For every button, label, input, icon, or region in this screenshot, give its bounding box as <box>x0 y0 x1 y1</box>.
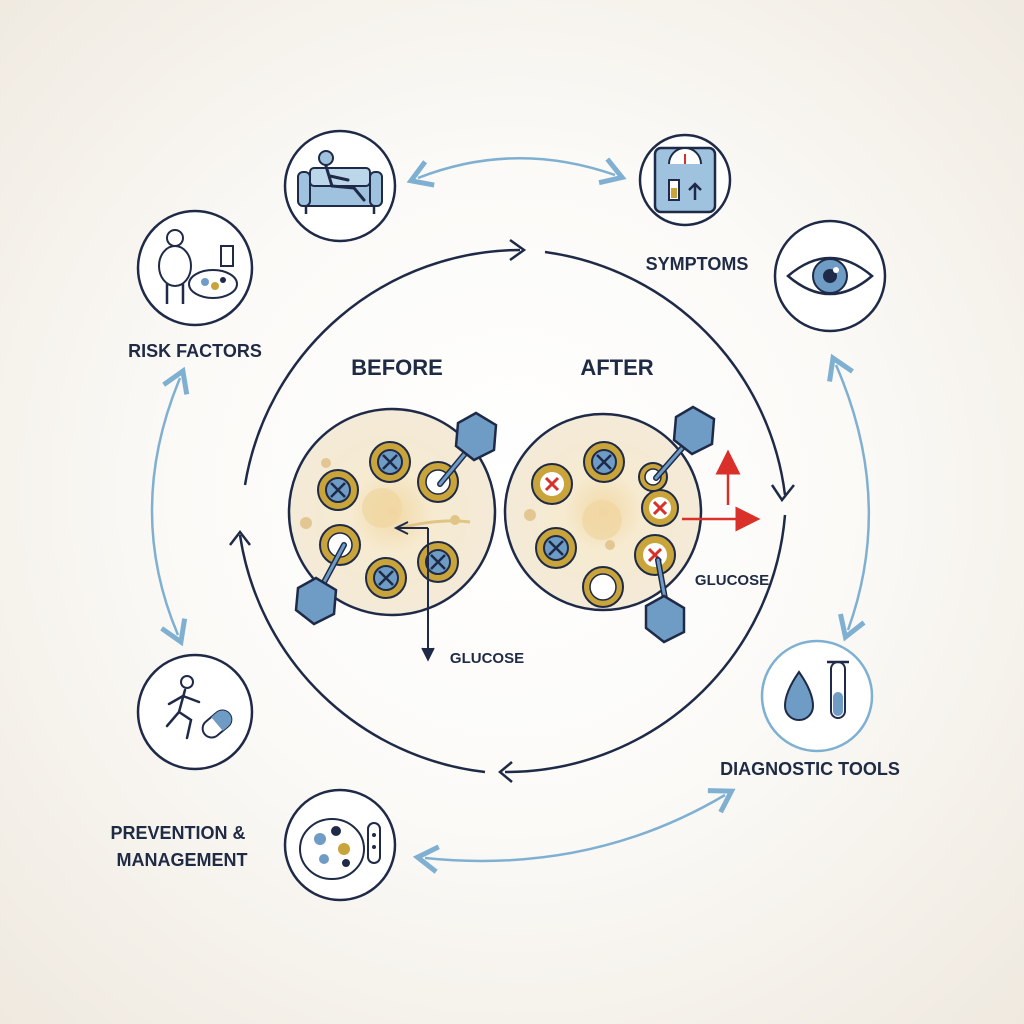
cell-after <box>503 405 761 644</box>
cycle-arc-bottom-right <box>504 514 787 774</box>
label-risk-factors: RISK FACTORS <box>128 341 262 361</box>
cycle-arc-top-right <box>544 250 787 496</box>
connector-top <box>406 156 627 188</box>
label-prevention-line2: MANAGEMENT <box>117 850 248 870</box>
insulin-key-before-2 <box>294 542 347 626</box>
label-before: BEFORE <box>351 355 443 380</box>
insulin-key-after-2 <box>644 557 686 644</box>
weighing-scale-icon <box>638 133 732 227</box>
receptor-open-2 <box>319 524 361 566</box>
cycle-arc-top-left <box>243 248 521 486</box>
runner-pill-icon <box>136 653 254 771</box>
label-symptoms: SYMPTOMS <box>646 254 749 274</box>
receptor-blocked-3 <box>365 557 407 599</box>
label-glucose-before: GLUCOSE <box>450 650 524 667</box>
connector-right <box>827 353 871 642</box>
cycle-arc-bottom-left <box>238 534 486 774</box>
central-cycle <box>229 238 795 783</box>
receptor-blocked-4 <box>417 541 459 583</box>
receptor-open-3 <box>582 566 624 608</box>
connector-left <box>150 366 190 647</box>
insulin-key-after-1 <box>653 405 716 481</box>
outer-connectors <box>150 156 871 874</box>
cycle-arrowhead-bottom <box>498 761 513 783</box>
receptor-blocked-1 <box>369 441 411 483</box>
cell-before <box>287 407 498 662</box>
person-on-couch-icon <box>283 129 397 243</box>
cycle-arrowhead-top <box>509 238 527 262</box>
receptor-resistant-2 <box>641 489 679 527</box>
receptor-blocked-5 <box>583 441 625 483</box>
receptor-resistant-3 <box>634 534 676 576</box>
receptor-resistant-1 <box>531 463 573 505</box>
healthy-food-plate-icon <box>283 788 397 902</box>
receptor-blocked-6 <box>535 527 577 569</box>
label-prevention-line1: PREVENTION & <box>110 823 245 843</box>
label-diagnostic-tools: DIAGNOSTIC TOOLS <box>720 759 900 779</box>
receptor-blocked-2 <box>317 469 359 511</box>
cycle-arrowhead-right <box>770 484 795 503</box>
cycle-arrowhead-left <box>229 529 251 546</box>
label-glucose-after: GLUCOSE <box>695 572 769 589</box>
person-with-food-icon <box>136 209 254 327</box>
blood-drop-test-tube-icon <box>760 639 874 753</box>
glucose-flow-before <box>399 519 471 530</box>
eye-icon <box>773 219 887 333</box>
connector-bottom <box>412 788 736 874</box>
label-after: AFTER <box>580 355 653 380</box>
insulin-key-before-1 <box>437 411 498 487</box>
